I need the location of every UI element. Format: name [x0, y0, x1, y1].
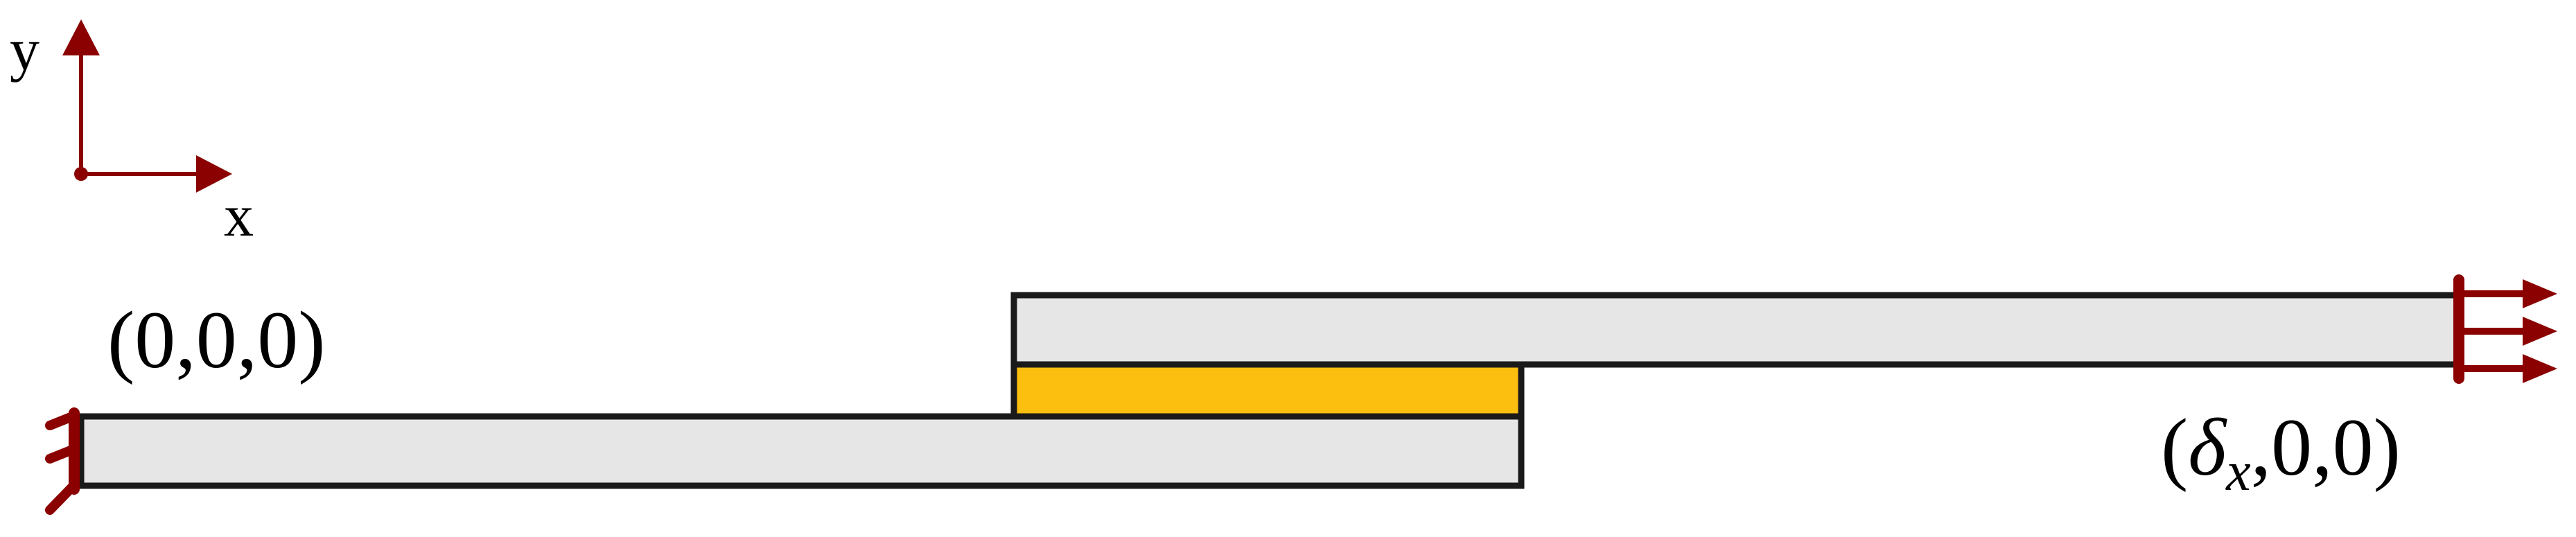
load-arrowhead-middle [2523, 317, 2557, 346]
upper-adherend [1010, 292, 2460, 368]
fixed-end-coordinate: (0,0,0) [107, 294, 326, 385]
loaded-end-coord-open: ( [2161, 402, 2188, 493]
y-axis-arrowhead [62, 19, 100, 55]
x-axis-arrowhead [196, 155, 232, 193]
adhesive-layer [1010, 361, 1525, 420]
loaded-end-delta-subscript: x [2225, 441, 2251, 502]
fixed-end-coord-rest: 0,0,0) [134, 294, 325, 385]
loaded-end-delta: δ [2188, 402, 2227, 493]
coordinate-axes: y x [10, 16, 254, 249]
loaded-end-coordinate: (δx,0,0) [2161, 402, 2401, 502]
loaded-end-coord-rest: ,0,0) [2251, 402, 2401, 493]
x-axis-label: x [224, 182, 254, 249]
load-arrowhead-bottom [2523, 354, 2557, 383]
fixed-end-coord-open: ( [107, 294, 134, 385]
displacement-load-icon [2453, 274, 2557, 384]
fixed-support-icon [45, 407, 80, 515]
y-axis-label: y [10, 16, 40, 82]
lower-adherend [78, 413, 1525, 489]
load-arrowhead-top [2523, 279, 2557, 308]
